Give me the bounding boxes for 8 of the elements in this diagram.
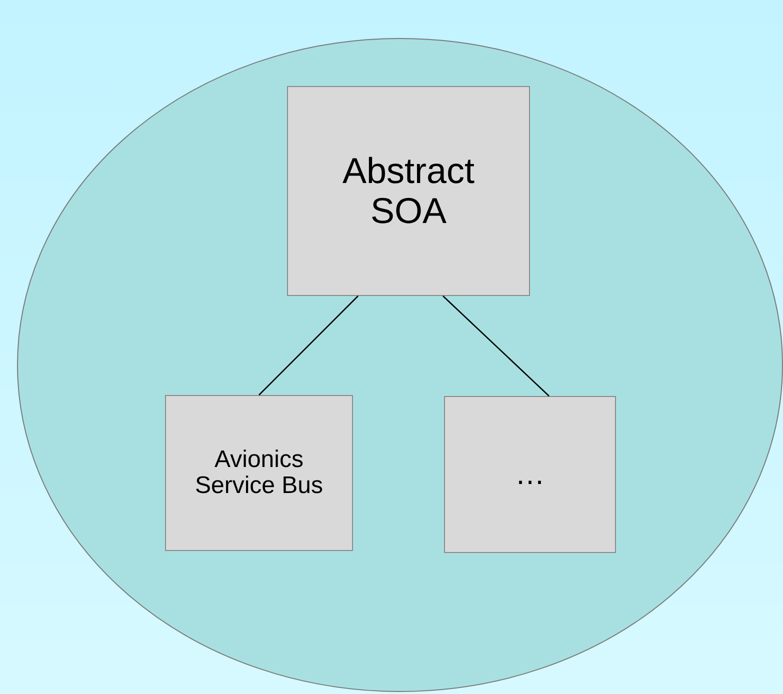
box-label: Avionics Service Bus [194, 446, 324, 500]
box-label: … [514, 458, 546, 491]
component-box [165, 395, 353, 551]
connector-line [258, 296, 358, 396]
box-label: Abstract SOA [341, 151, 476, 231]
component-box [444, 396, 616, 553]
connector-line [442, 296, 550, 396]
component-box [287, 86, 530, 296]
